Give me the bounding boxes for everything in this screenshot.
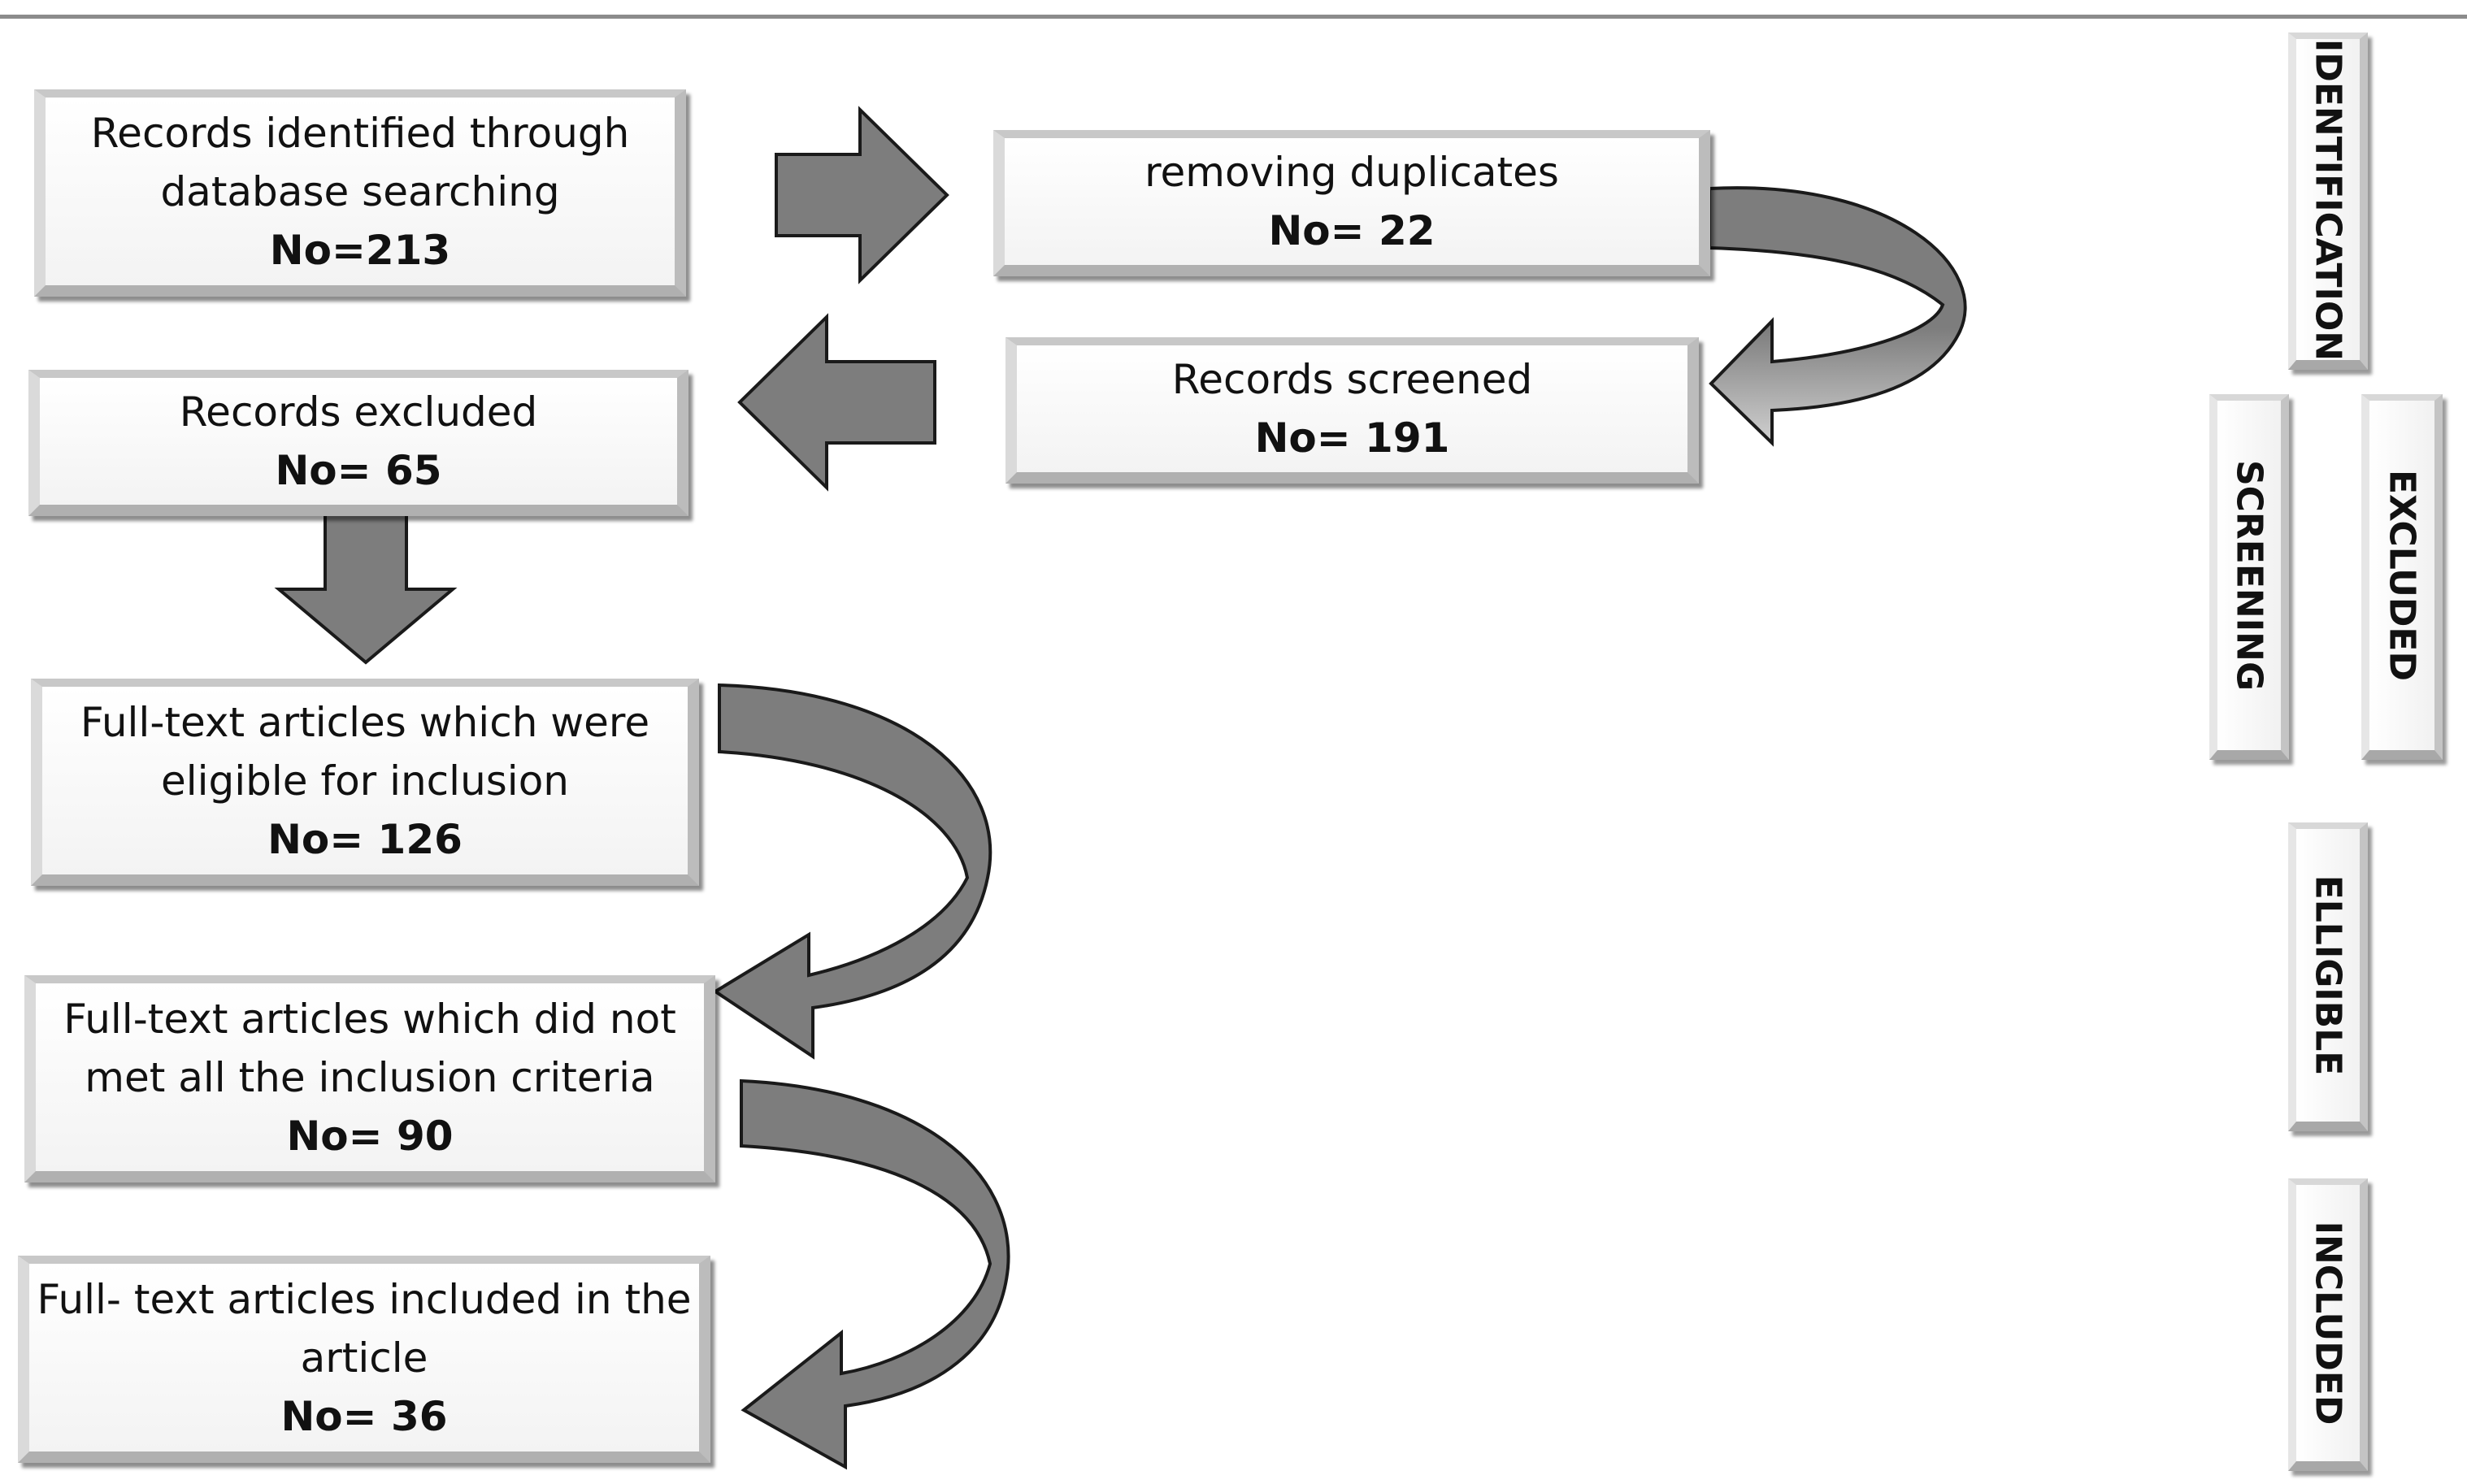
screened-box: Records screened No= 191 <box>1005 337 1699 484</box>
duplicates-count: No= 22 <box>1268 207 1435 254</box>
stage-screening-label: SCREENING <box>2228 459 2270 692</box>
identified-count: No=213 <box>269 226 451 274</box>
included-line-2: article <box>300 1334 428 1382</box>
identified-box: Records identified through database sear… <box>34 89 686 297</box>
screened-count: No= 191 <box>1254 414 1450 462</box>
identified-line-1: Records identified through <box>90 109 630 157</box>
curved-arrow-icon <box>712 683 992 1060</box>
stage-identification-label: IDENTIFICATION <box>2307 38 2349 361</box>
eligible-box: Full-text articles which were eligible f… <box>31 679 699 886</box>
eligible-line-2: eligible for inclusion <box>161 757 569 805</box>
not-met-line-1: Full-text articles which did not <box>63 995 676 1043</box>
included-box: Full- text articles included in the arti… <box>18 1256 710 1463</box>
included-line-1: Full- text articles included in the <box>37 1275 692 1323</box>
stage-eligible: ELLIGIBLE <box>2288 822 2368 1131</box>
stage-screening: SCREENING <box>2209 394 2289 760</box>
excluded-count: No= 65 <box>275 447 442 494</box>
stage-excluded: EXCLUDED <box>2361 394 2443 760</box>
stage-included: INCLUDED <box>2288 1178 2368 1471</box>
arrow-left-icon <box>737 313 936 492</box>
included-count: No= 36 <box>280 1392 448 1440</box>
stage-identification: IDENTIFICATION <box>2288 33 2368 370</box>
eligible-count: No= 126 <box>267 815 463 863</box>
stage-included-label: INCLUDED <box>2307 1221 2349 1425</box>
identified-line-2: database searching <box>160 167 560 215</box>
curved-arrow-icon <box>740 1078 1010 1470</box>
screened-line-1: Records screened <box>1171 356 1533 403</box>
duplicates-box: removing duplicates No= 22 <box>993 130 1710 276</box>
not-met-count: No= 90 <box>286 1112 454 1160</box>
duplicates-line-1: removing duplicates <box>1144 149 1559 196</box>
eligible-line-1: Full-text articles which were <box>80 698 650 746</box>
top-rule <box>0 15 2467 19</box>
excluded-line-1: Records excluded <box>179 388 538 436</box>
curved-arrow-icon <box>1708 186 1967 447</box>
not-met-box: Full-text articles which did not met all… <box>24 975 715 1182</box>
not-met-line-2: met all the inclusion criteria <box>85 1053 655 1101</box>
stage-eligible-label: ELLIGIBLE <box>2307 874 2349 1076</box>
arrow-right-icon <box>775 106 949 284</box>
arrow-down-icon <box>274 510 458 665</box>
stage-excluded-label: EXCLUDED <box>2381 469 2423 682</box>
excluded-box: Records excluded No= 65 <box>28 370 688 516</box>
